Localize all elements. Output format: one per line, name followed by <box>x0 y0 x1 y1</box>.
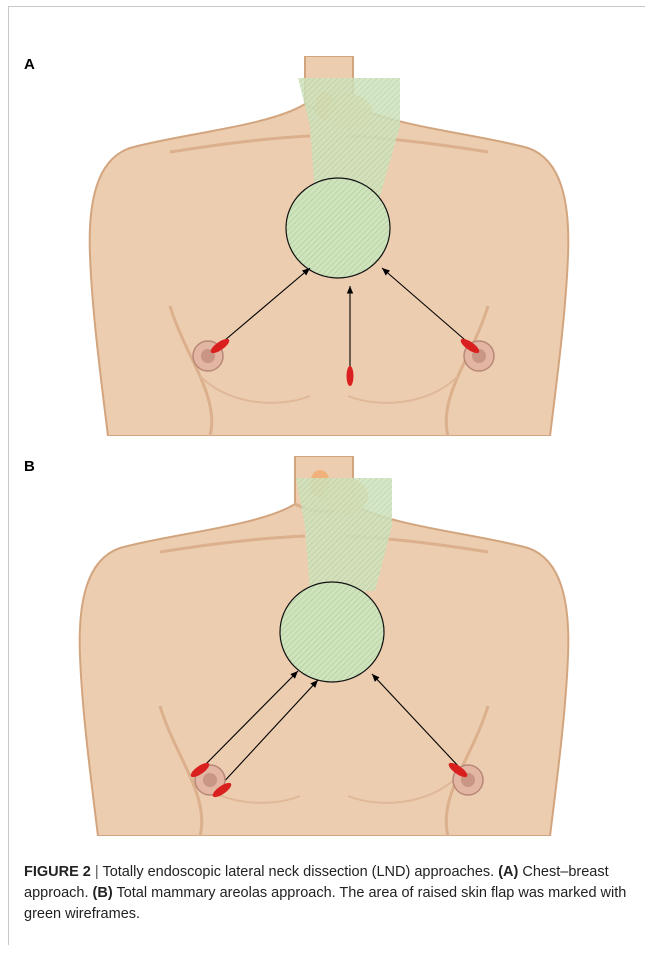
caption-b-label: (B) <box>93 885 113 901</box>
skin-flap-circle <box>280 582 384 682</box>
panel-b-illustration <box>20 456 630 836</box>
caption-title: Totally endoscopic lateral neck dissecti… <box>102 864 494 880</box>
caption-b-text: Total mammary areolas approach. The area… <box>24 885 626 922</box>
skin-flap-circle <box>286 178 390 278</box>
figure-label: FIGURE 2 <box>24 864 91 880</box>
figure-caption: FIGURE 2 | Totally endoscopic lateral ne… <box>24 862 636 925</box>
neck-flap-region <box>296 478 392 591</box>
caption-separator: | <box>95 864 99 880</box>
panel-a-illustration <box>20 56 630 436</box>
caption-a-label: (A) <box>498 864 518 880</box>
